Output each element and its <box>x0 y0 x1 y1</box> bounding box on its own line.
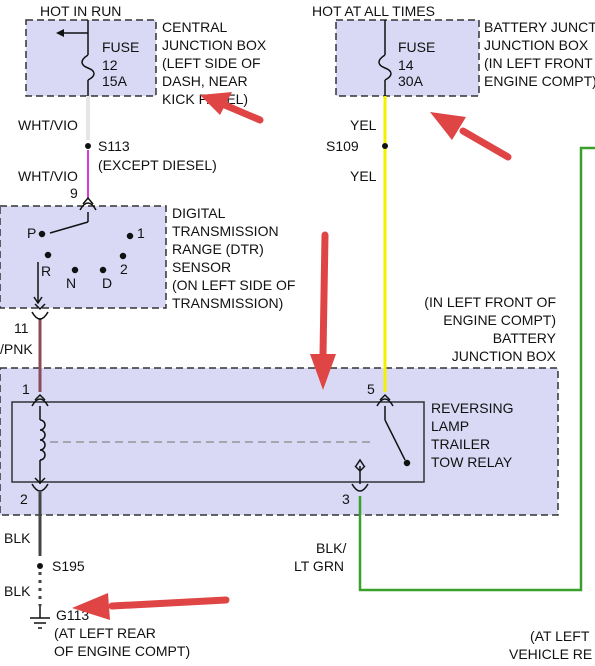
relay-contact-switch <box>355 406 411 484</box>
label-pin11: 11 <box>14 320 29 336</box>
label-s109: S109 <box>326 138 359 154</box>
label-yel-2: YEL <box>350 168 377 184</box>
label-battery-jb-right-1: (IN LEFT FRONT OF <box>424 294 556 310</box>
dtr-pos-n: N <box>66 275 76 291</box>
label-s195: S195 <box>52 558 85 574</box>
label-battery-jb-right-3: BATTERY <box>493 330 557 346</box>
label-relay-1: REVERSING <box>431 400 513 416</box>
label-wht-vio-1: WHT/VIO <box>18 117 78 133</box>
label-central-jb-4: DASH, NEAR <box>162 73 248 89</box>
label-battery-jb-right-4: JUNCTION BOX <box>452 348 557 364</box>
label-relay-3: TRAILER <box>431 436 490 452</box>
label-central-jb-1: CENTRAL <box>162 19 228 35</box>
label-fuse14-1: FUSE <box>398 39 435 55</box>
label-central-jb-2: JUNCTION BOX <box>162 37 267 53</box>
label-blk-lt-grn-2: LT GRN <box>294 558 344 574</box>
connector-pin5 <box>376 393 394 407</box>
label-relay-4: TOW RELAY <box>431 454 513 470</box>
splice-s113-dot <box>85 143 91 149</box>
label-g113: G113 <box>56 607 89 623</box>
label-relay-2: LAMP <box>431 418 469 434</box>
label-central-jb-3: (LEFT SIDE OF <box>162 55 261 71</box>
splice-s109-dot <box>382 143 388 149</box>
splice-s195-dot <box>37 563 43 569</box>
label-battery-jb-top-2: JUNCTION BOX <box>484 37 589 53</box>
annotation-arrow-battery-jb <box>430 112 512 161</box>
label-blk-1: BLK <box>4 530 31 546</box>
connector-pin1 <box>31 393 49 407</box>
label-dtr-1: DIGITAL <box>172 205 226 221</box>
relay-coil <box>39 406 46 484</box>
label-pin5: 5 <box>367 381 375 397</box>
wire-blk-lt-grn <box>358 146 595 592</box>
label-fuse14-2: 14 <box>398 57 414 73</box>
label-fuse12-3: 15A <box>102 73 128 89</box>
central-junction-box <box>25 19 157 97</box>
dtr-pos-r: R <box>41 263 51 279</box>
connector-pin9 <box>79 196 97 211</box>
fuse-14-symbol <box>378 20 392 96</box>
label-pin9: 9 <box>70 185 78 201</box>
label-vio-pnk: /PNK <box>0 341 33 357</box>
label-yel-1: YEL <box>350 117 377 133</box>
fuse-12-symbol <box>56 20 95 96</box>
dtr-pos-1: 1 <box>137 225 145 241</box>
label-fuse12-1: FUSE <box>102 39 139 55</box>
dtr-pos-2: 2 <box>120 261 128 277</box>
label-dtr-4: SENSOR <box>172 259 231 275</box>
label-except-diesel: (EXCEPT DIESEL) <box>98 157 217 173</box>
label-blk-lt-grn-1: BLK/ <box>316 540 346 556</box>
battery-junction-box-top <box>335 19 480 97</box>
annotation-arrow-ground <box>72 593 230 620</box>
label-battery-jb-top-3: (IN LEFT FRONT OF <box>484 55 595 71</box>
label-dtr-3: RANGE (DTR) <box>172 241 264 257</box>
label-hot-at-all-times: HOT AT ALL TIMES <box>312 3 435 19</box>
label-fuse14-3: 30A <box>398 73 424 89</box>
dtr-pos-p: P <box>27 225 36 241</box>
label-blk-2: BLK <box>4 583 31 599</box>
label-pin3: 3 <box>342 491 350 507</box>
label-ground-loc-1: (AT LEFT REAR <box>54 625 156 641</box>
label-dtr-5: (ON LEFT SIDE OF <box>172 277 295 293</box>
label-dtr-6: TRANSMISSION) <box>172 295 283 311</box>
label-fuse12-2: 12 <box>102 57 118 73</box>
dtr-sensor-box <box>0 205 167 309</box>
label-ground-loc-2: OF ENGINE COMPT) <box>54 643 190 659</box>
label-battery-jb-right-2: ENGINE COMPT) <box>443 312 556 328</box>
label-s113: S113 <box>98 138 130 154</box>
label-bottom-right-1: (AT LEFT <box>530 628 590 644</box>
dtr-pos-d: D <box>102 275 112 291</box>
label-pin2: 2 <box>20 491 28 507</box>
label-wht-vio-2: WHT/VIO <box>18 168 78 184</box>
annotation-arrow-central-jb <box>200 92 264 124</box>
label-bottom-right-2: VEHICLE RE <box>509 646 592 662</box>
ground-symbol <box>30 606 50 629</box>
label-pin1: 1 <box>22 381 30 397</box>
annotation-arrow-relay <box>310 231 336 390</box>
label-battery-jb-top-4: ENGINE COMPT) <box>484 73 595 89</box>
label-battery-jb-top-1: BATTERY JUNCTION <box>484 19 595 35</box>
label-hot-in-run: HOT IN RUN <box>40 3 121 19</box>
label-dtr-2: TRANSMISSION <box>172 223 279 239</box>
dtr-switch-symbol <box>33 212 134 305</box>
connector-pin11 <box>31 303 49 320</box>
